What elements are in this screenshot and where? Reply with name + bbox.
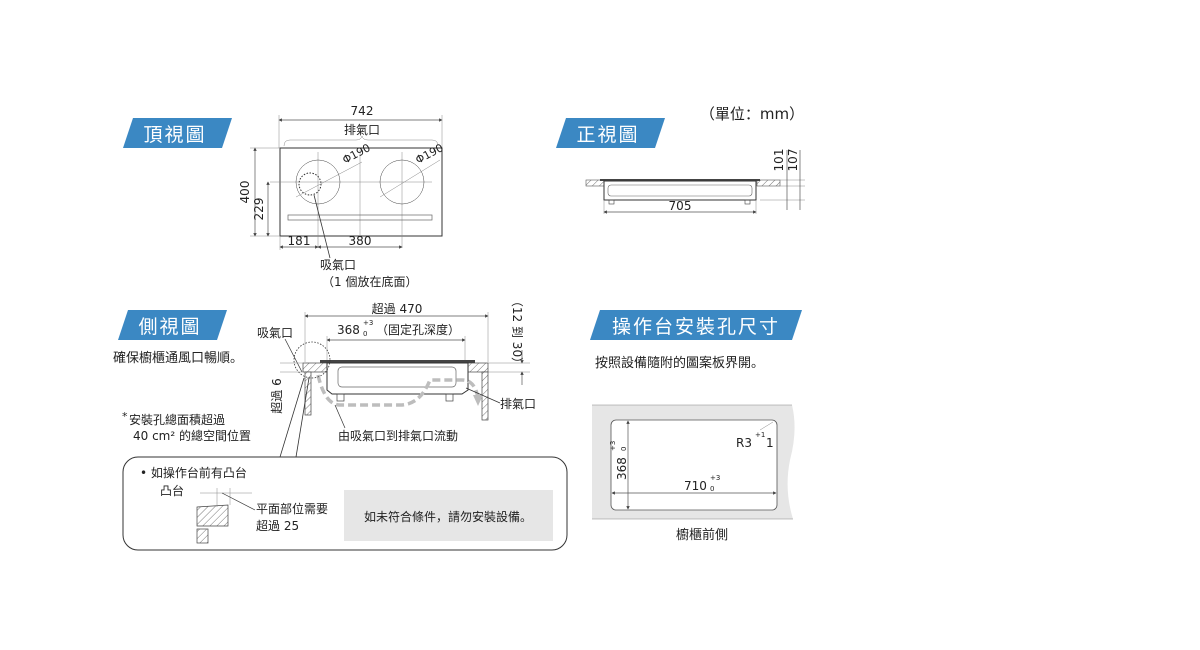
cutout-width-value: 710 (684, 479, 707, 493)
cutout-title: 操作台安裝孔尺寸 (612, 316, 780, 338)
front-view: 正視圖 705 101 107 (556, 118, 805, 214)
front-view-title: 正視圖 (576, 124, 639, 146)
flat-note-line2: 超過 25 (256, 518, 299, 533)
top-center-height-dim: 229 (252, 198, 266, 221)
hole-depth-label: （固定孔深度） (376, 322, 460, 337)
cutout-hole (610, 419, 778, 511)
cabinet-front-label: 櫥櫃前側 (676, 527, 728, 543)
side-view-header (118, 310, 227, 340)
top-burner-spacing-dim: 380 (349, 234, 372, 248)
burner-left (295, 159, 341, 205)
cutout-instruction: 按照設備隨附的圖案板界開。 (595, 355, 764, 371)
area-note-line1: 安裝孔總面積超過 (129, 412, 225, 427)
area-note-line2: 40 cm² 的總空間位置 (133, 428, 251, 443)
bump-label: 凸台 (160, 483, 184, 498)
burner-right (379, 159, 425, 205)
control-bar (287, 214, 433, 221)
svg-text:*: * (122, 410, 128, 423)
side-glass-top (320, 360, 475, 363)
hole-depth-tol-plus: +3 (363, 319, 373, 327)
front-depth-dim-1: 101 (772, 149, 786, 172)
bump-title: • 如操作台前有凸台 (140, 465, 247, 480)
side-intake-label: 吸氣口 (257, 326, 293, 340)
side-exhaust-label: 排氣口 (500, 397, 536, 411)
over-6: 超過 6 (269, 378, 284, 413)
cutout-radius: R3 (736, 436, 752, 450)
front-depth-dim-2: 107 (786, 149, 800, 172)
side-body (326, 362, 469, 395)
cutout-height-tol-plus: +3 (609, 441, 617, 451)
thickness-range: （12 到 30） (510, 295, 524, 369)
ventilation-note: 確保櫥櫃通風口暢順。 (113, 350, 243, 366)
cutout-view: 操作台安裝孔尺寸 按照設備隨附的圖案板界開。 368 +3 0 710 +3 0… (590, 310, 802, 543)
cutout-height-tol-minus: 0 (620, 447, 628, 451)
unit-label: （單位：mm） (700, 105, 804, 123)
cutout-width-tol-minus: 0 (710, 485, 714, 493)
front-body (603, 180, 757, 201)
over-470: 超過 470 (372, 301, 423, 316)
airflow-path (316, 374, 480, 407)
cutout-radius-suffix: 1 (766, 436, 774, 450)
front-width-dim: 705 (669, 199, 692, 213)
top-view: 頂視圖 742 排氣口 Φ190 Φ190 400 229 181 380 吸氣… (123, 104, 446, 289)
top-intake-note: （1 個放在底面） (322, 274, 417, 289)
cutout-header (590, 310, 802, 340)
hole-depth-tol-minus: 0 (363, 330, 367, 338)
warning-text: 如未符合條件，請勿安裝設備。 (364, 509, 532, 524)
cutout-radius-tol: +1 (755, 431, 765, 439)
side-view: 側視圖 確保櫥櫃通風口暢順。 超過 470 368 +3 0 （固定孔深度） （… (113, 295, 568, 551)
top-intake-label: 吸氣口 (320, 258, 356, 272)
exhaust-brace (283, 135, 439, 147)
front-view-header (556, 118, 665, 148)
top-left-offset-dim: 181 (288, 234, 311, 248)
top-exhaust-label: 排氣口 (344, 123, 380, 137)
hole-depth-value: 368 (337, 323, 360, 337)
flow-label: 由吸氣口到排氣口流動 (338, 429, 458, 443)
side-view-title: 側視圖 (138, 316, 201, 338)
top-view-header (123, 118, 232, 148)
flat-note-line1: 平面部位需要 (256, 501, 328, 516)
cutout-width-tol-plus: +3 (710, 474, 720, 482)
top-width-dim: 742 (351, 104, 374, 118)
top-view-title: 頂視圖 (143, 124, 206, 146)
cutout-height-value: 368 (615, 457, 629, 480)
warning-box (344, 490, 553, 541)
top-height-dim: 400 (238, 181, 252, 204)
